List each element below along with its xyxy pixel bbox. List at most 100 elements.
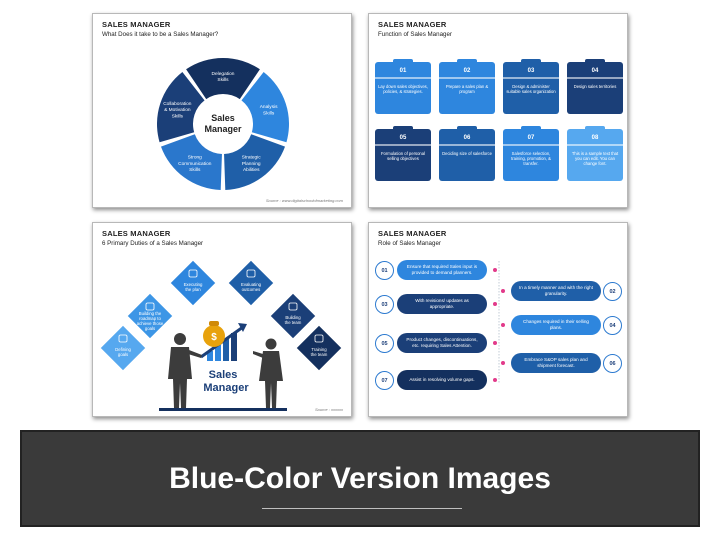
duty-label: outcomes: [242, 287, 261, 292]
card-band: [439, 77, 495, 79]
source-note: Source : www.digitalschoolofmarketing.co…: [265, 198, 343, 203]
role-connector-dot: [501, 323, 505, 327]
card-text: Lay down sales objectives, policies, & s…: [378, 84, 428, 95]
role-number: 05: [375, 334, 394, 353]
segment-label: Collaboration: [163, 101, 192, 107]
center-label: Manager: [203, 382, 249, 394]
duty-label: Evaluating: [241, 282, 262, 287]
card-band: [503, 144, 559, 146]
card-number: 03: [527, 68, 535, 74]
slide-thumbnail-3[interactable]: SALES MANAGER 6 Primary Duties of a Sale…: [92, 222, 352, 417]
card-text: Design sales territories: [573, 84, 617, 89]
role-pill: In a timely manner and with the right gr…: [511, 281, 601, 301]
card-text: Design & administer suitable sales organ…: [506, 84, 556, 95]
duty-label: Training: [311, 347, 327, 352]
card-text: Formulation of personal selling objectiv…: [381, 151, 425, 162]
slide-thumbnail-1[interactable]: SALES MANAGER What Does it take to be a …: [92, 13, 352, 208]
dollar-sign: $: [211, 332, 217, 343]
slide-title: SALES MANAGER: [102, 229, 171, 238]
segment-label: Abilities: [243, 167, 260, 173]
role-pill: Assist in resolving volume gaps.: [397, 370, 487, 390]
card-tab: [393, 59, 413, 64]
slide-title: SALES MANAGER: [378, 229, 447, 238]
role-connector-dot: [501, 361, 505, 365]
slide-title: SALES MANAGER: [102, 20, 171, 29]
card-band: [375, 144, 431, 146]
banner-divider: [262, 508, 462, 509]
duty-label: the team: [311, 352, 328, 357]
card-tab: [457, 126, 477, 131]
duty-icon: [288, 302, 298, 311]
duty-label: the team: [285, 320, 302, 325]
role-connector-dot: [493, 302, 497, 306]
role-number: 07: [375, 371, 394, 390]
duty-diamond: [99, 324, 147, 372]
duty-label: roadmap to: [139, 316, 161, 321]
duty-diamond: [169, 259, 217, 307]
card-band: [439, 144, 495, 146]
duty-label: Executing: [184, 282, 203, 287]
duty-icon: [118, 334, 128, 343]
slide-subtitle: Function of Sales Manager: [378, 31, 452, 38]
card-tab: [585, 126, 605, 131]
duty-label: achieve those: [137, 321, 164, 326]
card-number: 08: [591, 135, 599, 141]
duty-icon: [246, 269, 256, 278]
segment-label: Skills: [172, 114, 184, 120]
card-number: 01: [399, 68, 407, 74]
role-connectors: [498, 261, 500, 383]
slide-subtitle: 6 Primary Duties of a Sales Manager: [102, 240, 204, 247]
slide-title: SALES MANAGER: [378, 20, 447, 29]
card-text: This is a sample text that you can edit.…: [571, 151, 619, 167]
role-pill: Embrace S&OP sales plan and shipment for…: [511, 353, 601, 373]
duty-label: Building: [285, 315, 301, 320]
segment-label: Analysis: [260, 104, 278, 110]
card-tab: [585, 59, 605, 64]
duty-diamond: [227, 259, 275, 307]
card-number: 07: [527, 135, 535, 141]
duty-diamond: [269, 292, 317, 340]
role-number: 02: [603, 282, 622, 301]
segment-label: Skills: [263, 110, 275, 116]
duty-label: the plan: [185, 287, 201, 292]
money-bag-icon: [203, 325, 225, 347]
duty-diamond: [126, 292, 174, 340]
segment-label: Strategic: [242, 154, 262, 160]
cycle-segment: [241, 71, 289, 143]
role-pill: With revisions/ updates as appropriate.: [397, 294, 487, 314]
role-pill: Ensure that required Sales input is prov…: [397, 260, 487, 280]
banner: Blue-Color Version Images: [20, 430, 700, 527]
slide-thumbnail-4[interactable]: SALES MANAGER Role of Sales Manager Ensu…: [368, 222, 628, 417]
slide-subtitle: What Does it take to be a Sales Manager?: [102, 31, 219, 38]
card-tab: [521, 59, 541, 64]
slide-subtitle: Role of Sales Manager: [378, 240, 441, 247]
card-band: [375, 77, 431, 79]
role-number: 06: [603, 354, 622, 373]
role-connector-dot: [501, 289, 505, 293]
role-number: 03: [375, 295, 394, 314]
segment-label: Communication: [178, 161, 212, 167]
cycle-segment: [186, 58, 260, 100]
duty-icon: [145, 302, 155, 311]
slide-thumbnail-2[interactable]: SALES MANAGER Function of Sales Manager …: [368, 13, 628, 208]
duty-label: goals: [145, 326, 155, 331]
cycle-segment: [224, 134, 286, 190]
card-text: Deciding size of salesforce: [442, 151, 492, 156]
segment-label: Skills: [189, 167, 201, 173]
banner-title: Blue-Color Version Images: [169, 462, 551, 495]
role-number: 01: [375, 261, 394, 280]
duty-label: Building the: [139, 311, 162, 316]
skills-cycle-diagram: Sales Manager DelegationSkillsAnalysisSk…: [157, 58, 289, 190]
card-number: 04: [591, 68, 599, 74]
cycle-segment: [160, 134, 222, 190]
segment-label: Planning: [242, 161, 261, 167]
